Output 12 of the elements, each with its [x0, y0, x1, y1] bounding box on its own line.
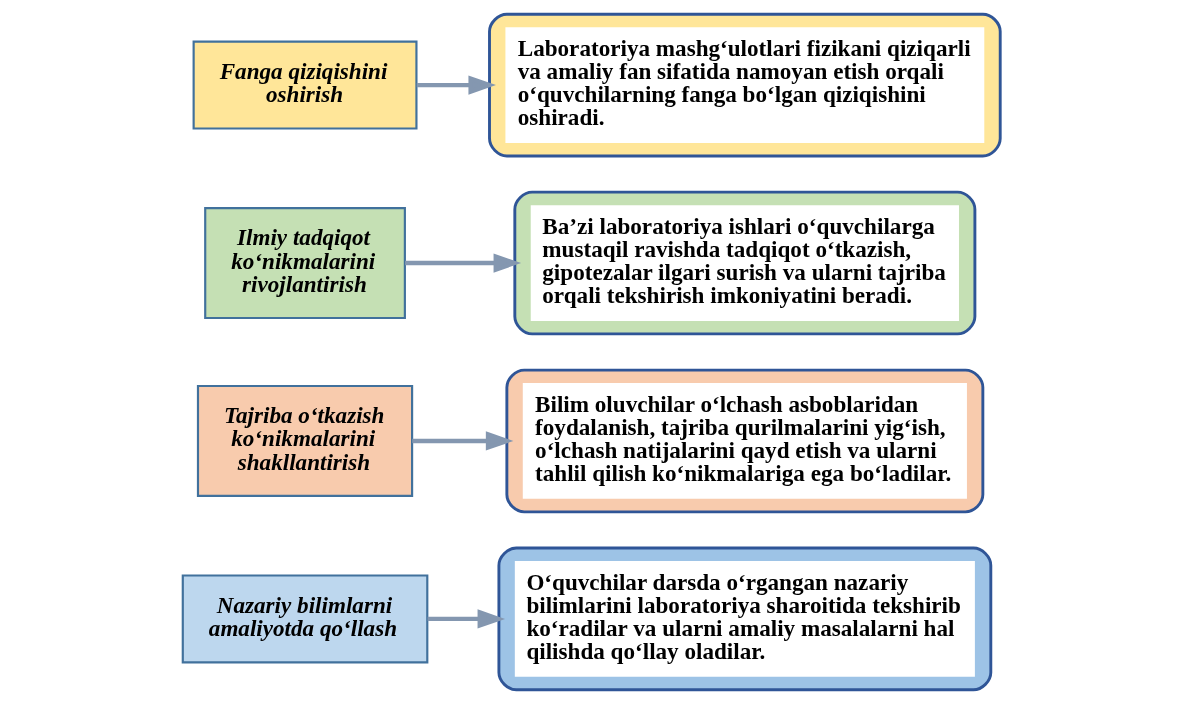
node-box: Ilmiy tadqiqot ko‘nikmalarini rivojlantirish [203, 206, 406, 320]
arrow [427, 609, 505, 629]
node-box: Fanga qiziqishini oshirish [192, 40, 418, 130]
arrow [411, 431, 513, 451]
arrow [404, 253, 521, 273]
arrow [416, 75, 496, 95]
node-box: Nazariy bilimlarni amaliyotda qo‘llash [181, 574, 428, 664]
node-box: Ba’zi laboratoriya ishlari o‘quvchilarga mustaqil ravishda tadqiqot o‘tkazish, gipotezalar ilgari surish va ularni tajriba orqali tekshirish imkoniyatini beradi. [512, 190, 976, 336]
node-box: Bilim oluvchilar o‘lchash asboblaridan foydalanish, tajriba qurilmalarini yig‘ish, o‘lchash natijalarini qayd etish va ularni tahlil qilish ko‘nikmalariga ega bo‘ladilar. [504, 368, 984, 514]
node-box: O‘quvchilar darsda o‘rgangan nazariy bilimlarini laboratoriya sharoitida tekshirib ko‘radilar va ularni amaliy masalalarni hal qilishda qo‘llay oladilar. [496, 546, 992, 692]
node-box: Tajriba o‘tkazish ko‘nikmalarini shakllantirish [196, 384, 413, 498]
node-box: Laboratoriya mashg‘ulotlari fizikani qiziqarli va amaliy fan sifatida namoyan etish orqali o‘quvchilarning fanga bo‘lgan qiziqishini oshiradi. [487, 12, 1002, 158]
